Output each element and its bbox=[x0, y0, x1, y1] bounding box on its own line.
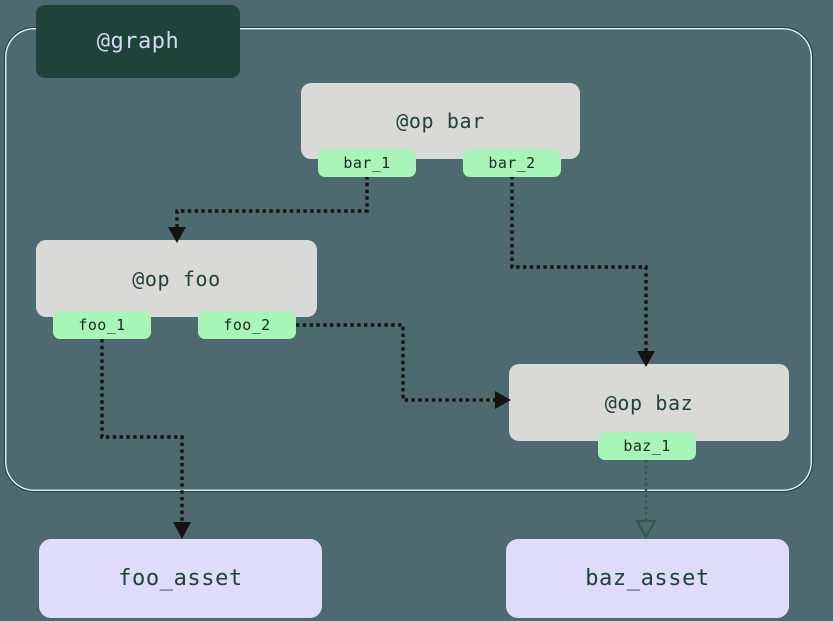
port-foo-1-label: foo_1 bbox=[78, 316, 126, 334]
op-node-bar-title: @op bar bbox=[396, 109, 485, 133]
port-bar-2[interactable]: bar_2 bbox=[463, 149, 561, 177]
op-node-baz[interactable]: @op baz bbox=[509, 364, 789, 441]
asset-node-baz-asset-label: baz_asset bbox=[585, 566, 710, 591]
port-bar-1-label: bar_1 bbox=[343, 154, 391, 172]
port-bar-1[interactable]: bar_1 bbox=[318, 149, 416, 177]
asset-node-baz-asset[interactable]: baz_asset bbox=[506, 539, 789, 618]
port-foo-2-label: foo_2 bbox=[223, 316, 271, 334]
op-node-foo[interactable]: @op foo bbox=[36, 240, 317, 317]
graph-header[interactable]: @graph bbox=[36, 5, 240, 78]
port-baz-1[interactable]: baz_1 bbox=[598, 432, 696, 460]
graph-container bbox=[4, 27, 813, 492]
asset-node-foo-asset-label: foo_asset bbox=[118, 566, 243, 591]
graph-label: @graph bbox=[96, 29, 180, 54]
op-node-bar[interactable]: @op bar bbox=[301, 83, 580, 159]
port-bar-2-label: bar_2 bbox=[488, 154, 536, 172]
asset-node-foo-asset[interactable]: foo_asset bbox=[39, 539, 322, 618]
port-baz-1-label: baz_1 bbox=[623, 437, 671, 455]
port-foo-2[interactable]: foo_2 bbox=[198, 311, 296, 339]
port-foo-1[interactable]: foo_1 bbox=[53, 311, 151, 339]
op-node-foo-title: @op foo bbox=[132, 266, 221, 291]
op-node-baz-title: @op baz bbox=[604, 390, 694, 415]
